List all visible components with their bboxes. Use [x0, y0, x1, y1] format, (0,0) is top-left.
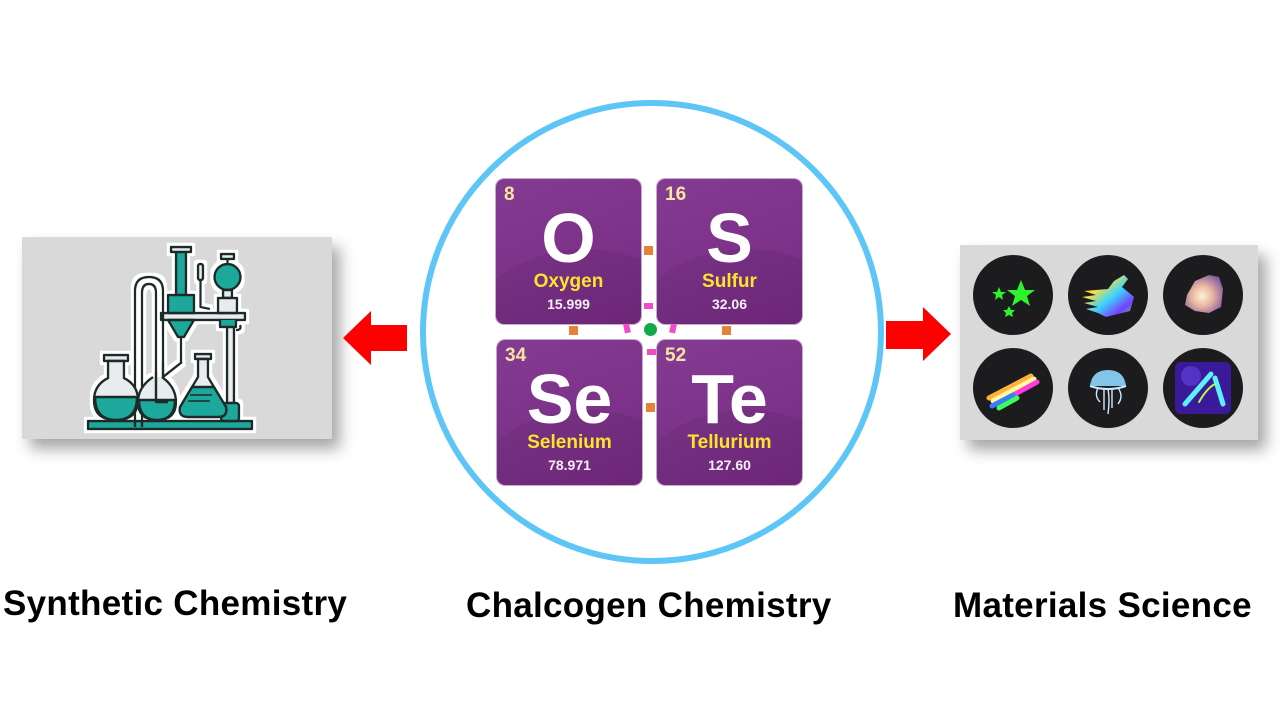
atomic-mass: 78.971: [548, 457, 591, 473]
chalcogen-ring: [420, 100, 884, 564]
glow-stick-icon: [986, 373, 1040, 411]
connector-dash: [569, 326, 578, 335]
element-tile-oxygen: 8 O Oxygen 15.999: [496, 179, 641, 324]
element-tile-selenium: 34 Se Selenium 78.971: [497, 340, 642, 485]
element-symbol: S: [706, 199, 753, 277]
jellyfish-image: [1068, 348, 1148, 428]
ring-dash: [647, 349, 656, 355]
atomic-number: 16: [665, 184, 687, 205]
element-name: Selenium: [527, 432, 612, 453]
arrow-left-icon: [343, 311, 407, 365]
atomic-number: 52: [665, 345, 687, 366]
atomic-mass: 15.999: [547, 296, 590, 312]
center-dot: [644, 323, 657, 336]
materials-science-label: Materials Science: [953, 586, 1252, 625]
glowing-stars-image: [973, 255, 1053, 335]
element-symbol: Se: [526, 360, 613, 438]
atomic-mass: 32.06: [711, 296, 748, 312]
star-icon: [992, 280, 1035, 317]
crystal-icon: [1185, 275, 1223, 313]
synthetic-chemistry-label: Synthetic Chemistry: [3, 584, 348, 623]
element-tile-sulfur: 16 S Sulfur 32.06: [657, 179, 802, 324]
connector-dash: [722, 326, 731, 335]
materials-science-image: [960, 245, 1258, 440]
synthetic-chemistry-image: [22, 237, 332, 439]
element-symbol: Te: [691, 360, 768, 438]
element-tile-tellurium: 52 Te Tellurium 127.60: [657, 340, 802, 485]
element-name: Oxygen: [533, 271, 604, 292]
uv-fluorescent-image: [1163, 348, 1243, 428]
luminescent-mineral-image: [1163, 255, 1243, 335]
hand-icon: [1082, 275, 1134, 317]
atomic-mass: 127.60: [708, 457, 751, 473]
chalcogen-chemistry-label: Chalcogen Chemistry: [466, 586, 832, 625]
ring-dash: [644, 303, 653, 309]
uv-tube-icon: [1175, 362, 1231, 414]
jellyfish-icon: [1089, 370, 1127, 415]
element-name: Tellurium: [687, 432, 772, 453]
fluorescent-hand-image: [1068, 255, 1148, 335]
atomic-number: 34: [505, 345, 527, 366]
element-name: Sulfur: [702, 271, 757, 292]
arrow-right-icon: [886, 307, 951, 361]
element-symbol: O: [541, 199, 596, 277]
lab-glassware-icon: [86, 245, 254, 431]
connector-dash: [644, 246, 653, 255]
atomic-number: 8: [504, 184, 515, 205]
connector-dash: [646, 403, 655, 412]
glow-sticks-image: [973, 348, 1053, 428]
